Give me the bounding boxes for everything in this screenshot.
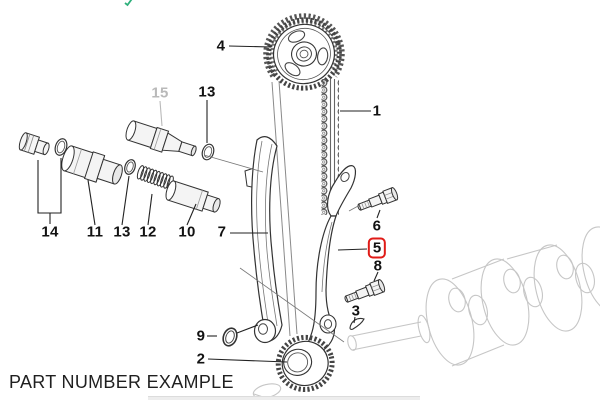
guide-rail-drawing xyxy=(244,136,283,344)
crankshaft-sprocket-drawing xyxy=(275,334,335,393)
part-label-3[interactable]: 3 xyxy=(351,302,361,320)
part-label-4[interactable]: 4 xyxy=(216,37,226,55)
part-label-5-highlight-box[interactable]: 5 xyxy=(367,237,387,259)
axis-lines xyxy=(203,154,361,343)
caption: PART NUMBER EXAMPLE xyxy=(9,372,234,392)
part13-upper-ring-drawing xyxy=(201,143,215,161)
part-label-11[interactable]: 11 xyxy=(86,223,104,241)
green-tick-mark xyxy=(124,0,133,7)
part-label-13-top[interactable]: 13 xyxy=(198,83,216,101)
part-label-9[interactable]: 9 xyxy=(196,327,206,345)
part-label-2[interactable]: 2 xyxy=(196,350,206,368)
oring-part9-drawing xyxy=(222,327,238,347)
part12-spring-drawing xyxy=(136,165,174,190)
tensioner-rail-drawing xyxy=(301,165,357,357)
timing-chain-left-strand xyxy=(271,80,298,337)
part-label-8[interactable]: 8 xyxy=(373,257,383,275)
part-label-10[interactable]: 10 xyxy=(178,223,196,241)
leader-lines xyxy=(37,45,381,363)
part-label-1[interactable]: 1 xyxy=(372,102,382,120)
horizontal-scrollbar[interactable] xyxy=(148,396,420,400)
part-label-6[interactable]: 6 xyxy=(372,217,382,235)
part-label-12[interactable]: 12 xyxy=(139,223,157,241)
washer-part3-drawing xyxy=(349,317,365,330)
part11-cylinder-drawing xyxy=(61,145,123,185)
part-label-15[interactable]: 15 xyxy=(151,84,169,102)
part-label-7[interactable]: 7 xyxy=(217,223,227,241)
part-label-14[interactable]: 14 xyxy=(41,223,59,241)
part14-ring-drawing xyxy=(54,138,68,156)
camshaft-sprocket-drawing xyxy=(266,17,342,91)
part15-piston-drawing xyxy=(125,120,197,157)
crankshaft-ghost-drawing xyxy=(347,226,600,367)
timing-chain-wrap xyxy=(263,13,345,78)
part-label-13-mid[interactable]: 13 xyxy=(113,223,131,241)
bolt-part8-drawing xyxy=(344,279,386,303)
part10-piston-drawing xyxy=(165,180,221,213)
bolt-part6-drawing xyxy=(357,187,399,211)
part13-lower-ring-drawing xyxy=(124,159,136,175)
part-label-5: 5 xyxy=(367,237,387,259)
timing-chain-drawing xyxy=(321,79,339,215)
part14-plug-drawing xyxy=(18,132,50,156)
